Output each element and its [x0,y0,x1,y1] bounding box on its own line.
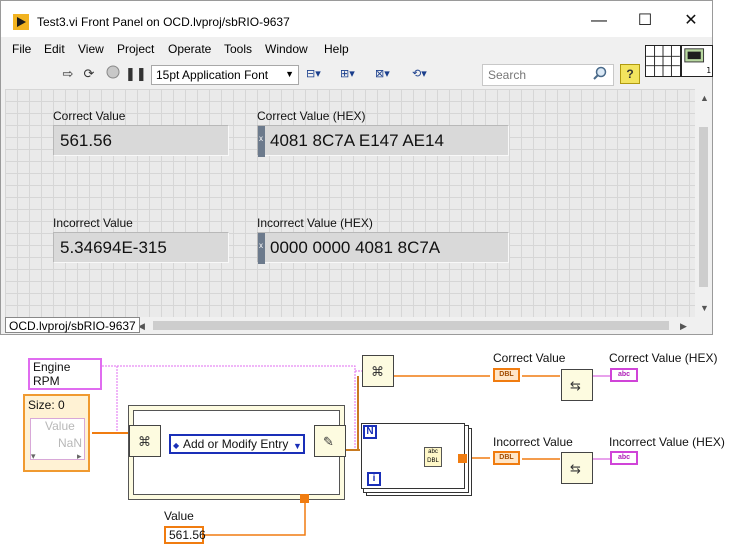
menu-bar: File Edit View Project Operate Tools Win… [1,37,712,59]
chevron-down-icon: ▼ [285,69,294,79]
loop-count-terminal[interactable]: N [363,425,377,439]
distribute-objects-icon[interactable]: ⊞▾ [340,68,355,80]
flatten-to-string-node[interactable]: ⇆ [561,369,593,401]
menu-tools[interactable]: Tools [224,42,253,56]
enum-increment-icon: ◆ [173,441,180,450]
vi-icon[interactable]: 1 [681,45,713,77]
resize-objects-icon[interactable]: ⊠▾ [375,68,390,80]
menu-view[interactable]: View [78,42,104,56]
front-panel-window: Test3.vi Front Panel on OCD.lvproj/sbRIO… [0,0,713,335]
pencil-icon: ✎ [323,434,334,449]
loop-iteration-terminal[interactable]: i [367,472,381,486]
variant-icon: ⌘ [138,434,151,449]
operation-enum[interactable]: Add or Modify Entry ◆ ▼ [169,434,305,454]
front-panel-canvas[interactable] [5,89,695,317]
array-nan-label: NaN [58,436,83,450]
radix-icon[interactable] [258,233,265,264]
run-arrow-icon[interactable]: ⇨ [62,66,74,81]
correct-value-terminal[interactable]: DBL [493,368,520,382]
flatten-icon: ⇆ [570,378,581,393]
menu-file[interactable]: File [12,42,32,56]
correct-hex-label: Correct Value (HEX) [257,109,366,123]
search-input[interactable]: Search [482,64,614,86]
correct-hex-indicator[interactable]: 4081 8C7A E147 AE14 [257,125,509,156]
array-value-label: Value [45,419,75,433]
scroll-left-icon[interactable]: ◀ [138,321,145,331]
enum-value: Add or Modify Entry [183,437,289,451]
run-continuously-icon[interactable]: ⟳ [83,66,95,81]
engine-rpm-control[interactable]: Engine RPM [28,358,102,390]
flatten-to-string-node[interactable]: ⇆ [561,452,593,484]
incorrect-value-terminal[interactable]: DBL [493,451,520,465]
variant-icon: ⌘ [371,364,384,379]
scroll-down-icon[interactable]: ▼ [700,303,709,313]
scroll-down-icon[interactable]: ▾ [31,451,36,461]
menu-help[interactable]: Help [324,42,349,56]
variant-to-data-node[interactable]: ⌘ [129,425,161,457]
menu-edit[interactable]: Edit [44,42,65,56]
array-element-box [30,418,85,460]
horizontal-scrollbar-thumb[interactable] [153,321,669,330]
minimize-button[interactable]: — [591,12,607,29]
incorrect-value-terminal-label: Incorrect Value [493,435,573,449]
search-icon[interactable] [593,66,607,80]
for-loop[interactable] [361,423,465,489]
incorrect-hex-label: Incorrect Value (HEX) [257,216,373,230]
menu-window[interactable]: Window [265,42,308,56]
maximize-button[interactable]: ☐ [637,12,653,29]
scroll-up-icon[interactable]: ▲ [700,93,709,103]
connector-pane-icon[interactable] [645,45,681,77]
application-instance-label[interactable]: OCD.lvproj/sbRIO-9637 [5,317,140,333]
incorrect-hex-indicator[interactable]: 0000 0000 4081 8C7A [257,232,509,263]
incorrect-value-indicator[interactable]: 5.34694E-315 [53,232,229,263]
array-constant[interactable]: Size: 0 Value NaN ▾ ▸ [23,394,90,472]
toolbar: ⇨ ⟳ ❚❚ 15pt Application Font ▼ ⊟▾ ⊞▾ ⊠▾ … [1,59,644,89]
svg-text:1: 1 [706,66,711,75]
variant-to-data-node[interactable]: ⌘ [362,355,394,387]
title-bar[interactable]: Test3.vi Front Panel on OCD.lvproj/sbRIO… [1,1,712,37]
context-help-button[interactable]: ? [620,64,640,84]
labview-app-icon [13,14,29,30]
correct-hex-terminal-label: Correct Value (HEX) [609,351,718,365]
incorrect-hex-terminal[interactable]: abc [610,451,638,465]
menu-project[interactable]: Project [117,42,155,56]
correct-hex-terminal[interactable]: abc [610,368,638,382]
tunnel-icon [300,494,309,503]
scroll-right-icon[interactable]: ▸ [77,451,82,461]
flatten-icon: ⇆ [570,461,581,476]
value-label: Value [164,509,194,523]
abort-icon[interactable] [104,65,122,83]
reorder-icon[interactable]: ⟲▾ [412,68,427,80]
font-select[interactable]: 15pt Application Font ▼ [151,65,299,85]
window-title: Test3.vi Front Panel on OCD.lvproj/sbRIO… [37,15,290,29]
correct-value-label: Correct Value [53,109,126,123]
align-objects-icon[interactable]: ⊟▾ [306,68,321,80]
incorrect-hex-terminal-label: Incorrect Value (HEX) [609,435,725,449]
correct-value-terminal-label: Correct Value [493,351,566,365]
close-button[interactable]: ✕ [684,12,698,29]
chevron-down-icon[interactable]: ▼ [293,441,302,451]
set-variant-attribute-node[interactable]: ✎ [314,425,346,457]
menu-operate[interactable]: Operate [168,42,212,56]
vertical-scrollbar-thumb[interactable] [699,127,708,287]
pause-icon[interactable]: ❚❚ [125,66,147,81]
radix-icon[interactable] [258,126,265,157]
value-constant[interactable]: 561.56 [164,526,206,544]
incorrect-value-label: Incorrect Value [53,216,133,230]
scroll-right-icon[interactable]: ▶ [680,321,687,331]
loop-tunnel-icon [458,454,467,463]
correct-value-indicator[interactable]: 561.56 [53,125,229,156]
array-size-label: Size: 0 [28,398,65,412]
